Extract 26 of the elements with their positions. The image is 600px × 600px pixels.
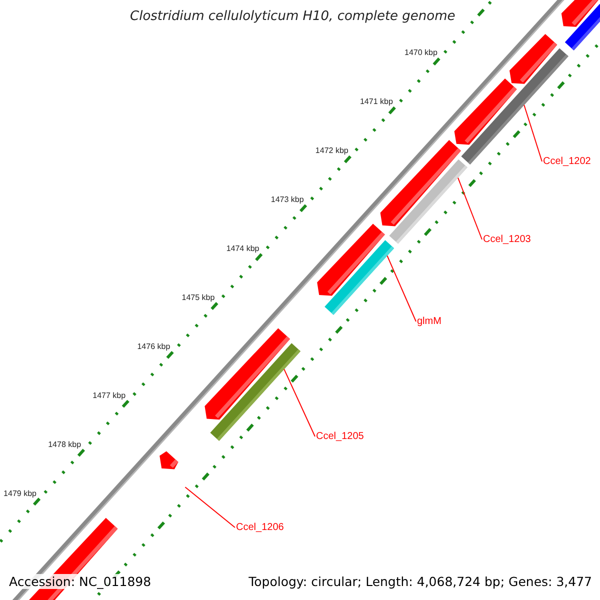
leader-line xyxy=(386,255,416,322)
leader-line xyxy=(184,486,236,528)
gene-bar xyxy=(210,343,300,441)
scale-label: 1470 kbp xyxy=(404,48,438,57)
scale-label: 1474 kbp xyxy=(226,244,260,254)
title: Clostridium cellulolyticum H10, complete genome xyxy=(130,9,456,24)
gene-label: Ccel_1206 xyxy=(236,522,284,533)
leader-line xyxy=(458,177,482,240)
scale-label: 1472 kbp xyxy=(315,146,348,155)
scale-label: 1478 kbp xyxy=(48,440,82,450)
gene-label: glmM xyxy=(417,316,442,327)
leader-line xyxy=(524,104,542,162)
gene-label: Ccel_1203 xyxy=(483,234,531,245)
gene-label: Ccel_1202 xyxy=(543,156,591,167)
scale-label: 1471 kbp xyxy=(360,96,393,106)
scale-label: 1473 kbp xyxy=(270,195,304,204)
gene-label: Ccel_1205 xyxy=(316,431,364,442)
scale-label: 1475 kbp xyxy=(182,293,215,302)
leader-line xyxy=(284,368,316,437)
gene-bar xyxy=(324,240,394,315)
scale-label: 1479 kbp xyxy=(4,489,36,498)
scale-label: 1477 kbp xyxy=(92,391,126,400)
accession-text: Accession: NC_011898 xyxy=(9,574,152,589)
gene-bar xyxy=(389,159,468,244)
genome-info-text: Topology: circular; Length: 4,068,724 bp; Genes: 3,477 xyxy=(248,574,592,589)
scale-label: 1476 kbp xyxy=(137,342,170,352)
